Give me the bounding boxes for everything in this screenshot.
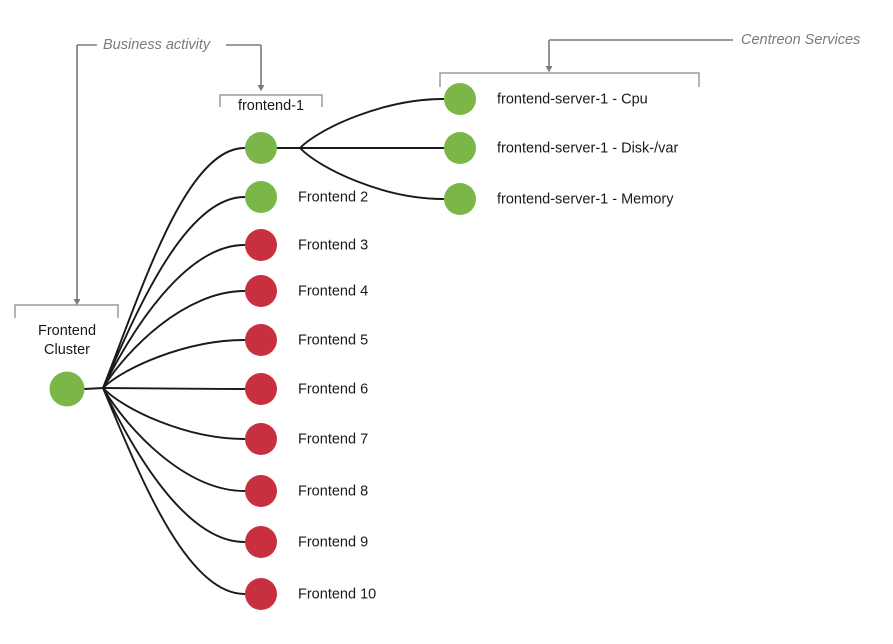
status-ok-icon[interactable]: [444, 183, 476, 215]
node-label-frontend-7: Frontend 7: [298, 431, 368, 447]
node-label-frontend-9: Frontend 9: [298, 534, 368, 550]
edge-cluster-to-frontend-2: [102, 196, 246, 389]
edge-cluster-to-frontend-5: [102, 339, 246, 389]
node-label-frontend-4: Frontend 4: [298, 283, 368, 299]
group-bracket-frontend-cluster: [14, 304, 119, 318]
edge-cluster-to-frontend-6: [102, 387, 246, 390]
annotation-label-business-activity: Business activity: [103, 37, 211, 53]
status-critical-icon[interactable]: [245, 526, 277, 558]
node-label-frontend-5: Frontend 5: [298, 332, 368, 348]
node-svc-cpu[interactable]: frontend-server-1 - Cpu: [444, 83, 648, 115]
status-ok-icon[interactable]: [444, 132, 476, 164]
node-frontend-3[interactable]: Frontend 3: [245, 229, 368, 261]
node-label-frontend-10: Frontend 10: [298, 586, 376, 602]
status-critical-icon[interactable]: [245, 324, 277, 356]
status-critical-icon[interactable]: [245, 475, 277, 507]
node-frontend-cluster-node[interactable]: [49, 371, 85, 407]
annotation-label-centreon-services: Centreon Services: [741, 32, 860, 48]
status-ok-icon[interactable]: [245, 181, 277, 213]
nodes-layer: Frontend 2 Frontend 3 Frontend 4 Frontend 5…: [49, 83, 678, 610]
edge-cluster-to-frontend-7: [102, 387, 246, 440]
node-frontend-1[interactable]: [245, 132, 277, 164]
node-label-svc-cpu: frontend-server-1 - Cpu: [497, 91, 648, 107]
node-label-frontend-6: Frontend 6: [298, 381, 368, 397]
node-label-frontend-8: Frontend 8: [298, 483, 368, 499]
status-critical-icon[interactable]: [245, 275, 277, 307]
edge-cluster-to-frontend-1: [102, 147, 246, 389]
node-label-svc-memory: frontend-server-1 - Memory: [497, 191, 674, 207]
node-frontend-7[interactable]: Frontend 7: [245, 423, 368, 455]
node-frontend-2[interactable]: Frontend 2: [245, 181, 368, 213]
node-svc-disk-var[interactable]: frontend-server-1 - Disk-/var: [444, 132, 678, 164]
edge-cluster-to-frontend-9: [102, 387, 246, 543]
edge-host-to-svc-cpu: [299, 98, 445, 149]
node-frontend-6[interactable]: Frontend 6: [245, 373, 368, 405]
node-label-svc-disk-var: frontend-server-1 - Disk-/var: [497, 140, 678, 156]
node-label-frontend-3: Frontend 3: [298, 237, 368, 253]
group-bracket-centreon-services-host: [439, 72, 700, 87]
node-frontend-10[interactable]: Frontend 10: [245, 578, 376, 610]
group-bracket-frontend-1-host: [219, 94, 323, 107]
edge-cluster-to-frontend-8: [102, 387, 246, 492]
edge-cluster-to-frontend-3: [102, 244, 246, 389]
edge-cluster-to-frontend-10: [102, 387, 246, 595]
status-ok-icon[interactable]: [49, 371, 85, 407]
node-frontend-8[interactable]: Frontend 8: [245, 475, 368, 507]
node-frontend-5[interactable]: Frontend 5: [245, 324, 368, 356]
edge-cluster-stub: [83, 387, 104, 390]
status-ok-icon[interactable]: [245, 132, 277, 164]
node-frontend-4[interactable]: Frontend 4: [245, 275, 368, 307]
edge-host-to-svc-memory: [299, 147, 445, 200]
status-critical-icon[interactable]: [245, 423, 277, 455]
node-label-frontend-2: Frontend 2: [298, 189, 368, 205]
status-critical-icon[interactable]: [245, 373, 277, 405]
node-frontend-9[interactable]: Frontend 9: [245, 526, 368, 558]
status-critical-icon[interactable]: [245, 578, 277, 610]
annotations-layer: Business activity Centreon Services: [73, 32, 860, 306]
node-svc-memory[interactable]: frontend-server-1 - Memory: [444, 183, 674, 215]
group-label-frontend-1-host: frontend-1: [238, 98, 304, 114]
edge-cluster-to-frontend-4: [102, 290, 246, 389]
status-ok-icon[interactable]: [444, 83, 476, 115]
status-critical-icon[interactable]: [245, 229, 277, 261]
edges-layer: [83, 98, 445, 595]
